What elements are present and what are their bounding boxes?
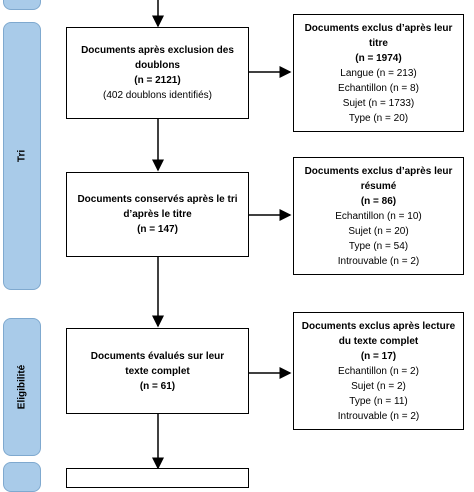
box-after-duplicates-title: Documents après exclusion des doublons (81, 45, 234, 71)
box-kept-after-title-title: Documents conservés après le tri d’après… (77, 194, 238, 220)
box-after-duplicates-note: (402 doublons identifiés) (103, 90, 212, 101)
excluded-abstract-count: (n = 86) (360, 195, 397, 207)
excluded-title-item: Sujet (n = 1733) (342, 97, 415, 109)
box-after-duplicates: Documents après exclusion des doublons (… (66, 27, 249, 119)
excluded-abstract-item: Sujet (n = 20) (348, 225, 409, 237)
phase-bar-top (3, 0, 41, 10)
phase-label-eligibilite: Eligibilité (16, 364, 28, 410)
box-excluded-fulltext: Documents exclus après lecture du texte … (293, 312, 464, 430)
excluded-title-item: Echantillon (n = 8) (338, 82, 419, 94)
excluded-title-heading: Documents exclus d’après leur titre (304, 22, 453, 49)
excluded-fulltext-item: Sujet (n = 2) (351, 380, 406, 392)
box-full-text-title: Documents évalués sur leur texte complet (90, 350, 225, 377)
excluded-fulltext-heading: Documents exclus après lecture du texte … (301, 320, 456, 347)
excluded-title-item: Langue (n = 213) (340, 67, 417, 79)
box-kept-after-title: Documents conservés après le tri d’après… (66, 172, 249, 257)
excluded-abstract-item: Introuvable (n = 2) (337, 255, 420, 267)
box-after-duplicates-count: (n = 2121) (134, 75, 181, 86)
box-kept-after-title-count: (n = 147) (137, 224, 178, 235)
box-excluded-abstract: Documents exclus d’après leur résumé (n … (293, 157, 464, 275)
phase-bar-eligibilite: Eligibilité (3, 318, 41, 456)
phase-bar-tri: Tri (3, 22, 41, 290)
phase-bar-bottom (3, 462, 41, 492)
excluded-abstract-heading: Documents exclus d’après leur résumé (304, 165, 453, 192)
excluded-fulltext-count: (n = 17) (360, 350, 397, 362)
box-full-text-count: (n = 61) (139, 380, 176, 392)
phase-label-tri: Tri (16, 149, 28, 163)
excluded-abstract-item: Echantillon (n = 10) (335, 210, 422, 222)
box-excluded-title: Documents exclus d’après leur titre (n =… (293, 14, 464, 132)
excluded-fulltext-item: Type (n = 11) (349, 395, 408, 407)
box-next-stage (66, 468, 249, 488)
excluded-title-item: Type (n = 20) (348, 112, 409, 124)
box-full-text: Documents évalués sur leur texte complet… (66, 328, 249, 414)
excluded-title-count: (n = 1974) (355, 52, 402, 64)
excluded-abstract-item: Type (n = 54) (348, 240, 409, 252)
excluded-fulltext-item: Introuvable (n = 2) (337, 410, 420, 422)
excluded-fulltext-item: Echantillon (n = 2) (338, 365, 419, 377)
